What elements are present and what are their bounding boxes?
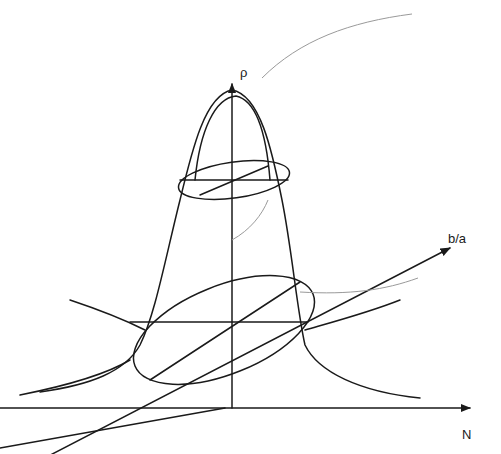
bell-outline xyxy=(40,90,420,398)
lower-section-line xyxy=(130,321,308,323)
axis-label: N xyxy=(462,428,471,441)
lower-section xyxy=(119,253,330,407)
pencil-arc xyxy=(232,200,268,240)
pencil-arc xyxy=(300,278,418,293)
n-axis xyxy=(0,407,470,409)
rho-axis xyxy=(231,84,233,408)
left-tail-upper xyxy=(70,300,145,330)
lower-section-diag xyxy=(150,282,300,380)
ba-axis xyxy=(6,248,450,454)
right-tail xyxy=(305,300,400,330)
pencil-arc xyxy=(262,14,412,78)
back-line xyxy=(0,408,225,448)
axis-label: b/a xyxy=(448,232,466,245)
upper-section-diag xyxy=(200,166,268,195)
axis-label: ρ xyxy=(240,66,247,79)
upper-section xyxy=(176,154,292,205)
left-tail xyxy=(20,360,130,395)
